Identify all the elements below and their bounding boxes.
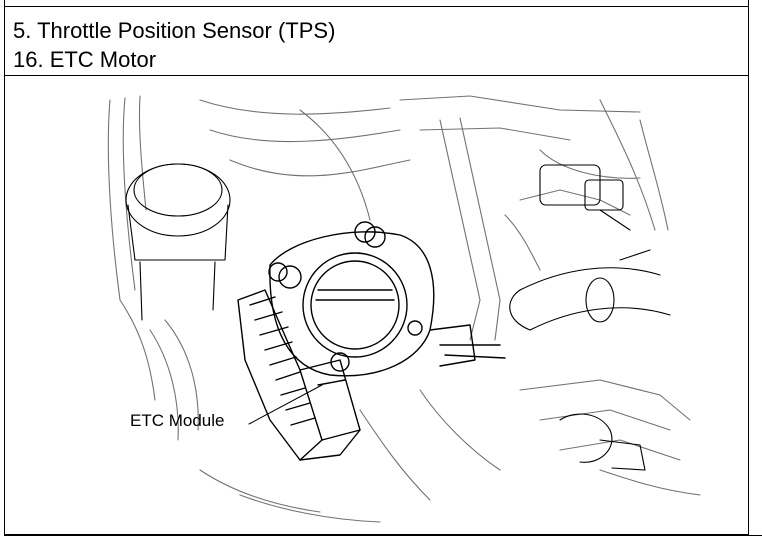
bracket-lower-right — [559, 413, 646, 471]
legend-item-tps: 5. Throttle Position Sensor (TPS) — [13, 18, 336, 43]
engine-background-lines — [107, 95, 701, 523]
callout-leader-line — [248, 384, 323, 425]
table-border-stub — [4, 0, 5, 6]
table-border-stub — [748, 0, 749, 6]
diagram-cell — [4, 75, 749, 535]
throttle-body — [268, 221, 506, 377]
etc-module-callout: ETC Module — [130, 411, 225, 430]
legend-item-etc-motor: 16. ETC Motor — [13, 47, 157, 72]
etc-module-housing — [237, 289, 361, 461]
table-bottom-border — [4, 535, 762, 536]
hose-right — [509, 249, 671, 331]
legend-cell: 5. Throttle Position Sensor (TPS) 16. ET… — [4, 6, 749, 76]
connector-top-right — [539, 164, 631, 231]
reservoir-cap — [125, 163, 231, 321]
